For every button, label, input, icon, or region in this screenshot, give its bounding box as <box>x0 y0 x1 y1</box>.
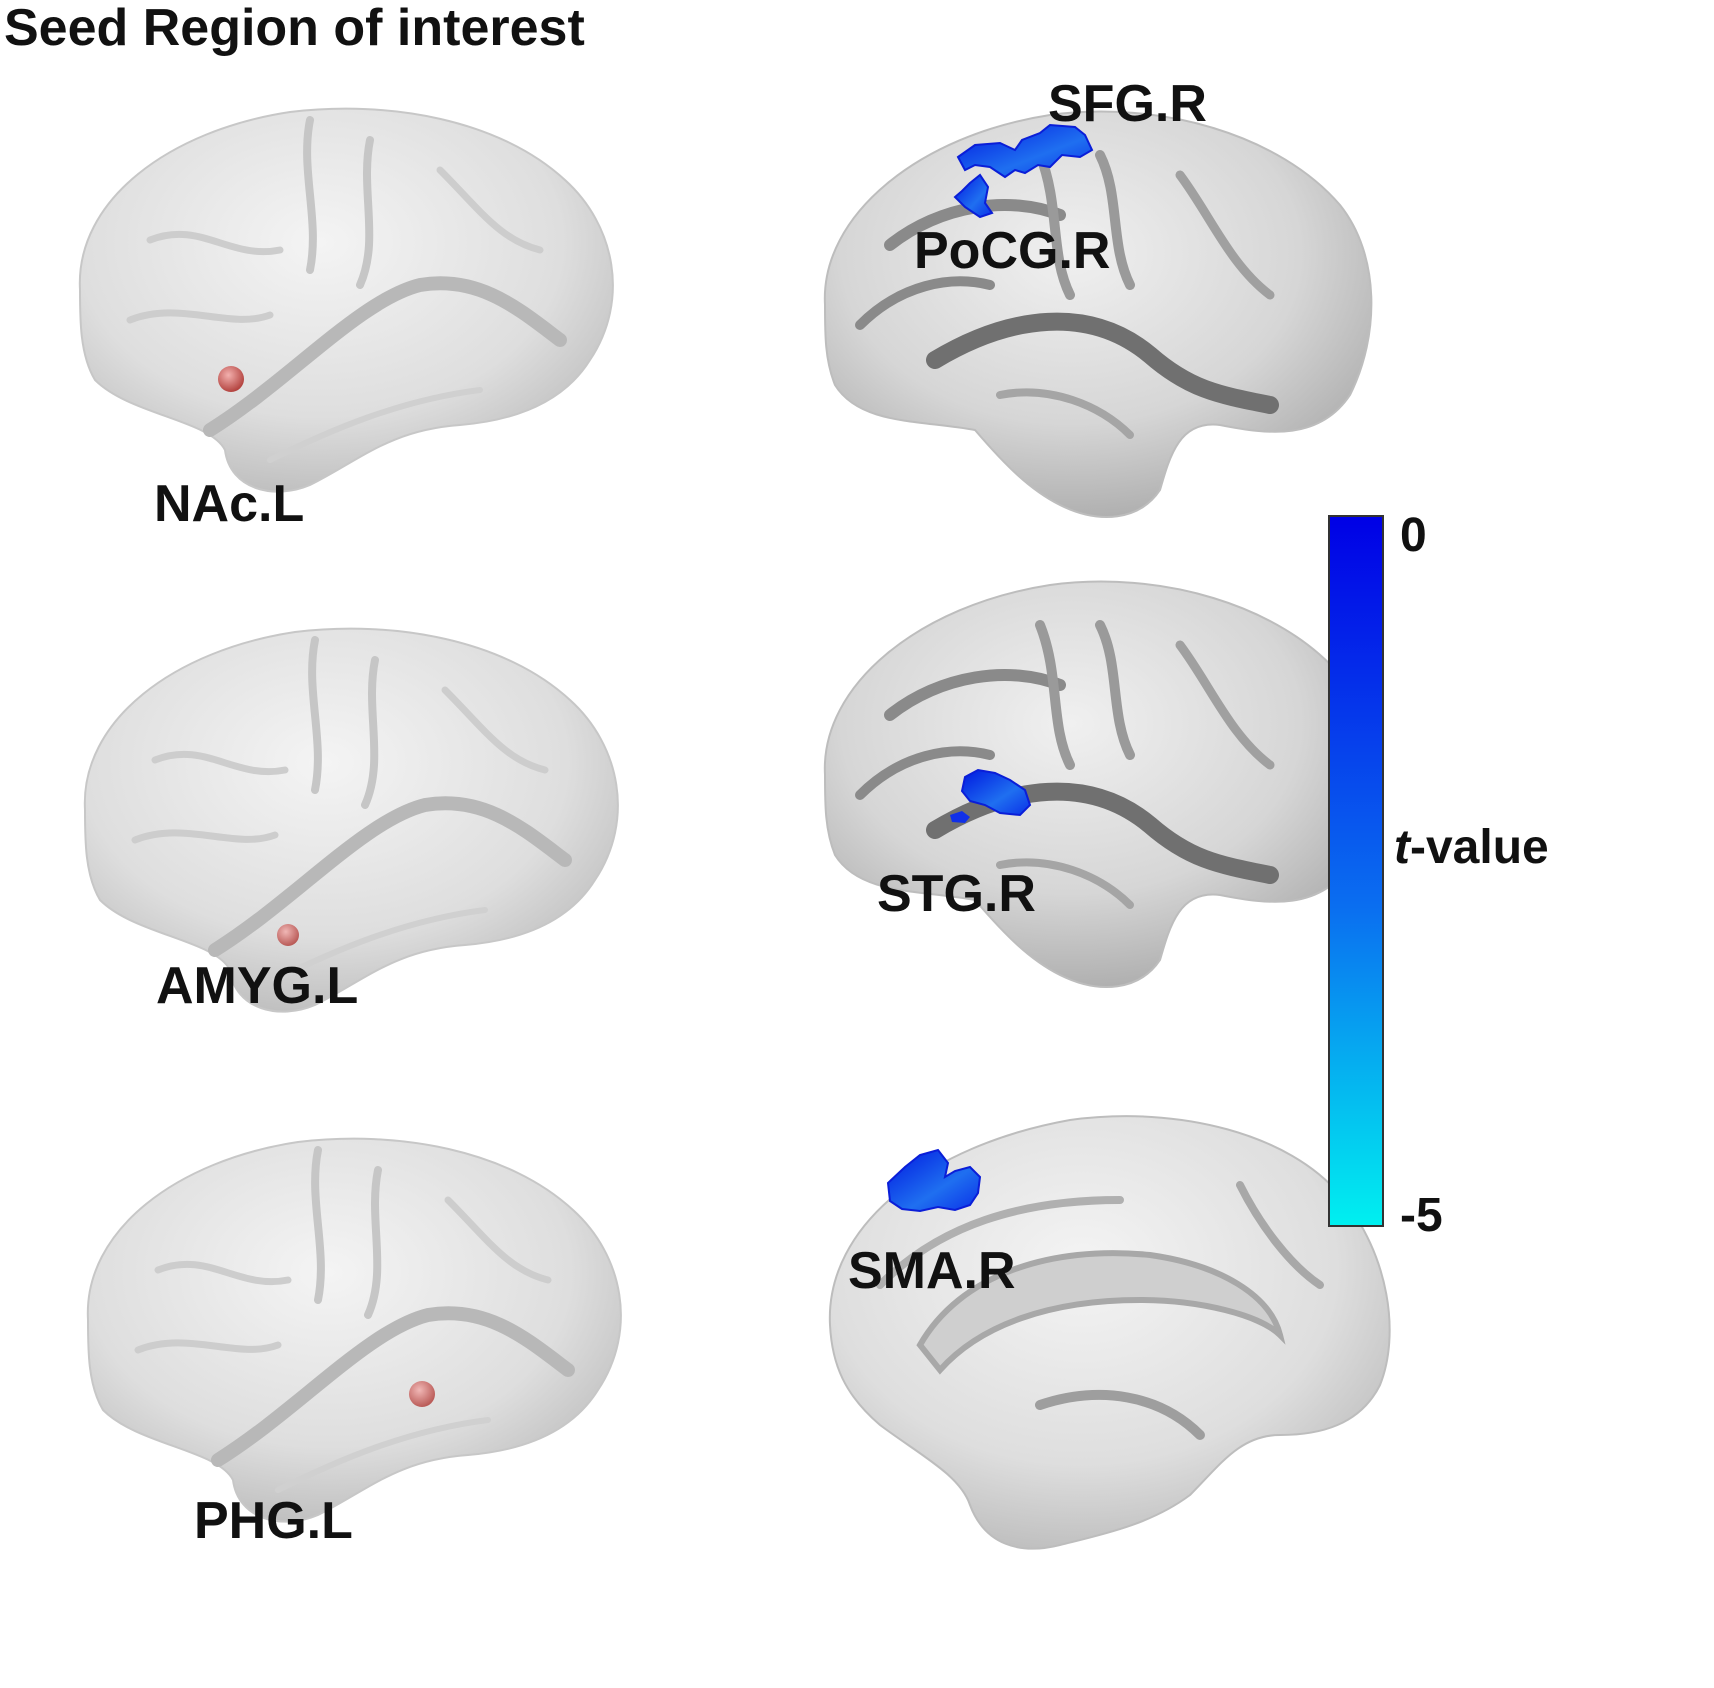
brain-surface <box>823 580 1373 988</box>
colorbar <box>1328 515 1384 1227</box>
cluster-pocg <box>953 173 994 219</box>
sylvian-fissure <box>211 1306 575 1467</box>
brain-left-2 <box>83 627 619 1013</box>
brain-surface <box>83 627 619 1013</box>
seed-marker <box>277 924 299 946</box>
result-label-sma: SMA.R <box>848 1242 1016 1300</box>
sylvian-fissure <box>208 796 572 957</box>
colorbar-max-label: 0 <box>1400 509 1427 562</box>
brain-right-3 <box>828 1115 1391 1550</box>
seed-marker <box>409 1381 435 1407</box>
result-label-pocg: PoCG.R <box>914 222 1111 280</box>
sylvian-fissure <box>926 312 1279 414</box>
brain-surface <box>823 110 1373 518</box>
colorbar-gradient <box>1328 515 1384 1227</box>
colorbar-min-label: -5 <box>1400 1189 1443 1242</box>
seed-label-phg: PHG.L <box>194 1492 353 1550</box>
seed-label-amyg: AMYG.L <box>156 957 359 1015</box>
seed-label-nac: NAc.L <box>154 475 305 533</box>
colorbar-title-suffix: -value <box>1409 821 1549 874</box>
brain-left-3 <box>86 1137 622 1523</box>
cluster-stg-small <box>950 811 970 823</box>
brain-left-1 <box>78 107 614 493</box>
cluster-sfg <box>956 123 1094 179</box>
brain-surface <box>86 1137 622 1523</box>
sylvian-fissure <box>203 276 567 437</box>
brain-right-2 <box>823 580 1373 988</box>
seed-marker <box>218 366 244 392</box>
colorbar-title: t-value <box>1394 824 1549 872</box>
result-label-sfg: SFG.R <box>1048 75 1207 133</box>
colorbar-title-italic: t <box>1394 821 1410 874</box>
cluster-sma <box>886 1148 982 1213</box>
cluster-stg <box>960 768 1032 817</box>
result-label-stg: STG.R <box>877 865 1036 923</box>
figure-title: Seed Region of interest <box>4 0 585 57</box>
brain-right-1 <box>823 110 1373 518</box>
brain-surface <box>78 107 614 493</box>
corpus-callosum <box>916 1250 1286 1375</box>
